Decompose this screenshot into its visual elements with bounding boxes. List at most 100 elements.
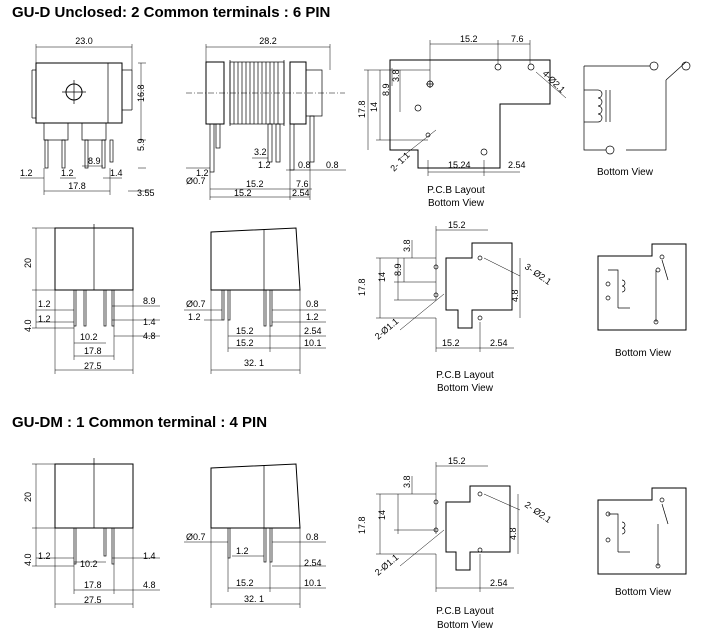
dim-label: Ø0.7 — [186, 532, 206, 542]
dim-label: 2- Ø2.1 — [523, 499, 553, 524]
dim-label: 17.8 — [84, 580, 102, 590]
s1-pcb-layout — [364, 40, 567, 176]
dim-label: 17.8 — [68, 181, 86, 191]
dim-label: 7.6 — [511, 34, 524, 44]
dim-label: 2-Ø1.1 — [373, 552, 401, 577]
dim-label: 8.9 — [381, 83, 391, 96]
s2-bottom-view — [597, 243, 687, 331]
dim-label: 4.8 — [510, 289, 520, 302]
dim-label: 17.8 — [357, 516, 367, 534]
dim-label: 1.4 — [110, 168, 123, 178]
s3-side-view — [184, 463, 326, 608]
dim-label: 15.2 — [234, 188, 252, 198]
dim-label: 32. 1 — [244, 358, 264, 368]
s3-bottom-view — [597, 487, 687, 575]
dim-label: 1.2 — [38, 551, 51, 561]
dim-label: 0.8 — [326, 160, 339, 170]
dim-label: 10.1 — [304, 338, 322, 348]
caption-pcb-layout: P.C.B Layout — [436, 370, 494, 381]
dim-label: 3.8 — [391, 69, 401, 82]
dim-label: 28.2 — [259, 36, 277, 46]
dim-label: 3.8 — [402, 239, 412, 252]
dim-label: 1.2 — [61, 168, 74, 178]
dim-label: 10.2 — [80, 559, 98, 569]
section-title-gu-d-unclosed: GU-D Unclosed: 2 Common terminals : 6 PI… — [12, 4, 331, 21]
dim-label: 4.8 — [143, 331, 156, 341]
dim-label: 15.2 — [460, 34, 478, 44]
section-title-gu-dm: GU-DM : 1 Common terminal : 4 PIN — [12, 414, 268, 431]
dim-label: 4-Ø2.1 — [541, 68, 568, 95]
dim-label: 15.2 — [236, 338, 254, 348]
dim-label: 2.54 — [304, 558, 322, 568]
s1-side-view — [186, 44, 346, 200]
dim-label: 15.2 — [448, 456, 466, 466]
dim-label: 1.2 — [38, 314, 51, 324]
dim-label: 14 — [369, 102, 379, 112]
dim-label: 23.0 — [75, 36, 93, 46]
dim-label: 15.24 — [448, 160, 471, 170]
dim-label: 5.9 — [136, 138, 146, 151]
dim-label: 1.4 — [143, 551, 156, 561]
caption-pcb-layout: P.C.B Layout — [427, 185, 485, 196]
dim-label: 10.1 — [304, 578, 322, 588]
dim-label: 14 — [377, 510, 387, 520]
caption-bottom-view-right: Bottom View — [597, 167, 654, 178]
caption-bottom-view-right: Bottom View — [615, 348, 672, 359]
caption-bottom-view: Bottom View — [437, 383, 494, 394]
dim-label: 15.2 — [448, 220, 466, 230]
dim-label: 20 — [23, 492, 33, 502]
dim-label: 14 — [377, 272, 387, 282]
dim-label: 4.0 — [23, 553, 33, 566]
dim-label: 1.2 — [196, 168, 209, 178]
dim-label: 1.2 — [306, 312, 319, 322]
dim-label: 8.9 — [88, 156, 101, 166]
dim-label: 0.8 — [298, 160, 311, 170]
dim-label: 15.2 — [236, 326, 254, 336]
dim-label: 15.2 — [236, 578, 254, 588]
dim-label: 4.0 — [23, 319, 33, 332]
dim-label: 4.8 — [508, 527, 518, 540]
dim-label: 0.8 — [306, 532, 319, 542]
dim-label: 1.2 — [236, 546, 249, 556]
caption-bottom-view-right: Bottom View — [615, 587, 672, 598]
dim-label: Ø0.7 — [186, 176, 206, 186]
dim-label: 3- Ø2.1 — [523, 261, 553, 286]
dim-label: 1.2 — [258, 160, 271, 170]
dim-label: 3.55 — [137, 188, 155, 198]
dim-label: 8.9 — [143, 296, 156, 306]
dim-label: 7.6 — [296, 179, 309, 189]
dim-label: 1.2 — [188, 312, 201, 322]
dim-label: 4.8 — [143, 580, 156, 590]
caption-bottom-view: Bottom View — [437, 620, 494, 631]
s2-front-view — [32, 224, 160, 374]
s1-front-view — [20, 44, 150, 195]
dim-label: 0.8 — [306, 299, 319, 309]
dim-label: 20 — [23, 258, 33, 268]
dim-label: 2.54 — [304, 326, 322, 336]
caption-pcb-layout: P.C.B Layout — [436, 606, 494, 617]
dim-label: 17.8 — [357, 100, 367, 118]
dim-label: 15.2 — [246, 179, 264, 189]
s2-side-view — [184, 227, 326, 374]
dim-label: 10.2 — [80, 332, 98, 342]
caption-bottom-view: Bottom View — [428, 198, 485, 209]
dim-label: 1.4 — [143, 317, 156, 327]
dim-label: 1.2 — [20, 168, 33, 178]
s3-front-view — [32, 458, 160, 608]
dim-label: 32. 1 — [244, 594, 264, 604]
dim-label: 3.2 — [254, 147, 267, 157]
dim-label: 15.2 — [442, 338, 460, 348]
s2-pcb-layout — [376, 226, 521, 352]
dim-label: 2.54 — [292, 188, 310, 198]
dim-label: 2-Ø1.1 — [373, 316, 401, 341]
dim-label: 27.5 — [84, 361, 102, 371]
dim-label: 1.2 — [38, 299, 51, 309]
dim-label: 2.54 — [508, 160, 526, 170]
dim-label: 27.5 — [84, 595, 102, 605]
dim-label: 17.8 — [357, 278, 367, 296]
dim-label: 2.54 — [490, 338, 508, 348]
dim-label: 2.54 — [490, 578, 508, 588]
dim-label: 16.8 — [136, 84, 146, 102]
dim-label: Ø0.7 — [186, 299, 206, 309]
